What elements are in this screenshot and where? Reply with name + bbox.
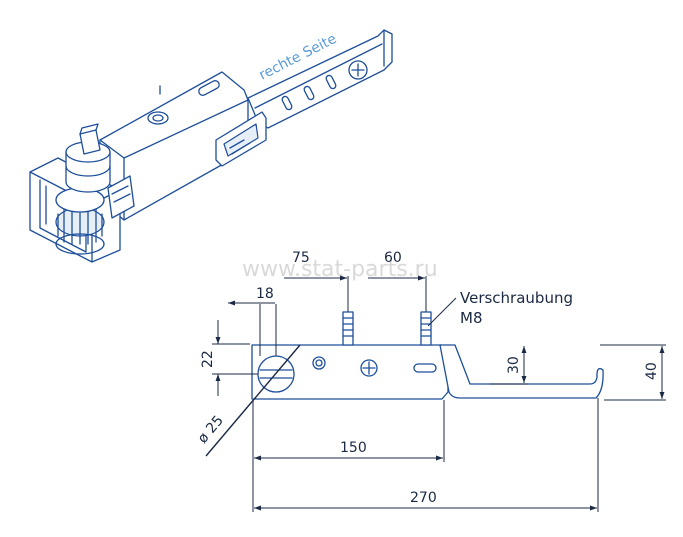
fastening-label-line1: Verschraubung bbox=[460, 289, 573, 307]
iso-arm bbox=[247, 29, 393, 129]
dim-18: 18 bbox=[256, 286, 274, 302]
iso-body bbox=[99, 71, 267, 221]
isometric-hinge-view: rechte Seite bbox=[29, 29, 393, 263]
dim-270: 270 bbox=[410, 490, 437, 506]
dim-30: 30 bbox=[506, 356, 522, 374]
dim-22: 22 bbox=[200, 350, 216, 368]
screw-stud-right bbox=[420, 311, 432, 346]
dim-150: 150 bbox=[340, 440, 367, 456]
iso-spindle bbox=[65, 123, 111, 193]
slot-hole bbox=[413, 363, 437, 373]
front-view-part bbox=[251, 311, 604, 400]
dimension-lines bbox=[205, 275, 666, 512]
screw-stud-left bbox=[342, 311, 354, 346]
iso-gear bbox=[55, 175, 135, 255]
dim-75: 75 bbox=[292, 250, 310, 266]
fastening-label-line2: M8 bbox=[460, 309, 483, 327]
small-screw-icon bbox=[312, 356, 326, 370]
dim-40: 40 bbox=[644, 362, 660, 380]
dim-60: 60 bbox=[384, 250, 402, 266]
dim-diameter-25: ø 25 bbox=[195, 413, 227, 447]
